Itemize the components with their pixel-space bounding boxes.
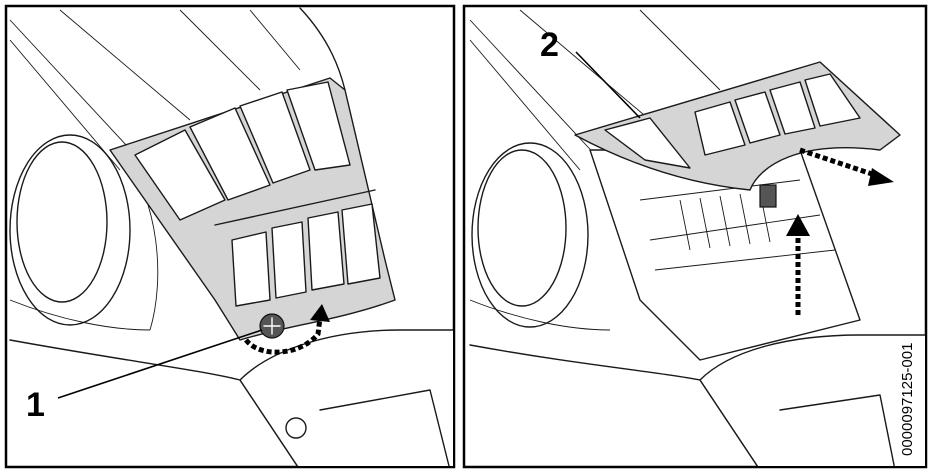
body-contour-right bbox=[299, 7, 346, 91]
screw-stem bbox=[759, 184, 777, 208]
filter-cell bbox=[134, 129, 226, 221]
cover-detail-circle bbox=[285, 417, 307, 439]
motor-housing-outer bbox=[9, 134, 131, 326]
compartment-grille bbox=[679, 191, 771, 251]
filter-cells-upper bbox=[134, 81, 351, 221]
motor-housing-inner bbox=[16, 141, 108, 303]
front-cover bbox=[699, 334, 925, 466]
front-cover-panel bbox=[779, 394, 895, 466]
rotation-arrow bbox=[244, 317, 323, 355]
figure-code: 0000097125-001 bbox=[899, 343, 916, 456]
front-cover-panel bbox=[319, 389, 450, 466]
lift-arrowhead bbox=[786, 214, 810, 236]
lifted-filter-cells bbox=[604, 73, 861, 169]
left-panel-frame bbox=[4, 4, 456, 469]
right-panel-frame bbox=[462, 4, 928, 469]
filter-cell bbox=[604, 117, 691, 169]
housing-contour bbox=[469, 299, 611, 331]
left-panel: 1 bbox=[4, 4, 456, 469]
filter-cell bbox=[341, 203, 381, 285]
filter-cell bbox=[189, 107, 271, 201]
filter-cell bbox=[804, 73, 861, 127]
filter-cell bbox=[694, 101, 746, 156]
motor-housing-inner bbox=[477, 149, 567, 307]
filter-cell bbox=[307, 211, 345, 291]
motor-housing-outer bbox=[471, 142, 589, 328]
filter-cell bbox=[769, 81, 816, 135]
screw-slot bbox=[263, 317, 281, 335]
lower-body-contour bbox=[469, 344, 759, 466]
callout-2-label: 2 bbox=[540, 26, 559, 64]
front-cover bbox=[239, 329, 453, 466]
rotation-arrowhead bbox=[310, 304, 330, 322]
callout-2-leader bbox=[575, 51, 641, 119]
slide-arrowhead bbox=[868, 168, 894, 186]
filter-cells-lower bbox=[231, 203, 381, 307]
filter-cell bbox=[286, 81, 351, 171]
filter-divider bbox=[214, 189, 376, 226]
filter-cell bbox=[734, 91, 781, 144]
filter-cell bbox=[271, 221, 307, 299]
callout-1-label: 1 bbox=[26, 386, 45, 424]
filter-cell bbox=[231, 231, 271, 307]
body-contour-lines bbox=[469, 9, 721, 171]
compartment-ribs bbox=[639, 179, 836, 271]
body-contour-lines bbox=[9, 9, 301, 171]
filter-cell bbox=[239, 91, 311, 184]
callout-1-leader bbox=[57, 329, 263, 399]
right-panel: 2 0000097125-001 bbox=[462, 4, 928, 469]
slide-arrow bbox=[799, 147, 879, 179]
